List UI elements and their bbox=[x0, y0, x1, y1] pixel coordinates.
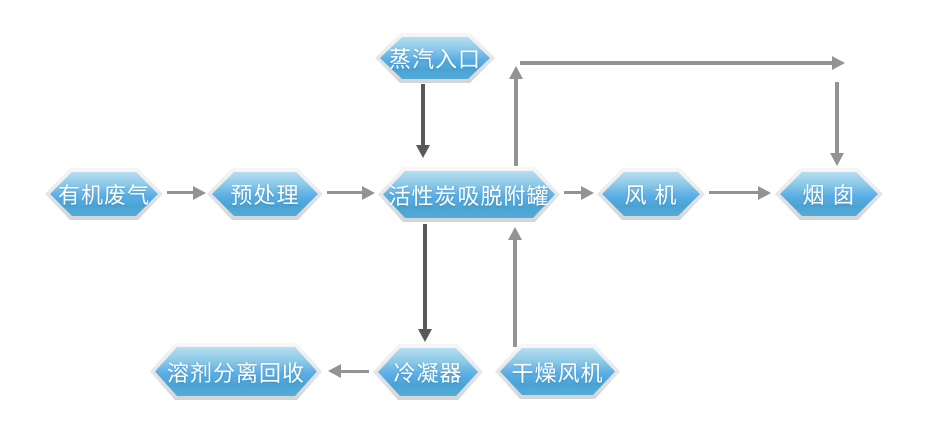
node-steam-inlet: 蒸汽入口 bbox=[375, 33, 495, 83]
node-label: 冷凝器 bbox=[393, 361, 463, 386]
node-fill bbox=[780, 172, 878, 216]
arrow-steam-to-tank-line bbox=[421, 84, 425, 146]
node-fill bbox=[500, 348, 615, 395]
node-label: 有机废气 bbox=[57, 183, 150, 208]
node-fill bbox=[212, 172, 318, 216]
arrow-bypass-top-line bbox=[520, 61, 833, 65]
node-condenser: 冷凝器 bbox=[373, 344, 483, 400]
arrow-tank-to-fan-line bbox=[564, 191, 582, 194]
node-solvent-recovery: 溶剂分离回收 bbox=[150, 343, 322, 400]
arrow-bypass-top-head bbox=[832, 56, 845, 70]
arrow-organicgas-to-pretreatment-line bbox=[167, 191, 194, 194]
node-label: 活性炭吸脱附罐 bbox=[388, 183, 550, 209]
arrow-steam-to-tank-head bbox=[416, 145, 430, 158]
arrow-fan-to-chimney-head bbox=[758, 186, 771, 200]
node-label: 风 机 bbox=[624, 183, 678, 208]
arrow-bypass-to-chimney-head bbox=[830, 153, 844, 166]
arrow-organicgas-to-pretreatment-head bbox=[193, 186, 206, 200]
arrow-condenser-to-solvent-line bbox=[340, 370, 369, 373]
arrow-fan-to-chimney-line bbox=[709, 191, 759, 194]
arrow-tank-to-condenser-head bbox=[418, 329, 432, 342]
arrow-bypass-to-chimney-line bbox=[835, 82, 839, 154]
node-pretreatment: 预处理 bbox=[207, 168, 323, 220]
arrow-tank-up-head bbox=[509, 66, 523, 79]
node-fill bbox=[50, 172, 158, 216]
arrow-dryingfan-to-tank-line bbox=[513, 239, 517, 347]
arrow-condenser-to-solvent-head bbox=[328, 364, 341, 378]
arrow-pretreatment-to-tank-head bbox=[362, 186, 375, 200]
arrow-tank-to-condenser-line bbox=[423, 224, 427, 330]
node-label: 预处理 bbox=[230, 183, 300, 208]
node-organic-waste-gas: 有机废气 bbox=[45, 168, 163, 220]
node-fill bbox=[602, 172, 700, 216]
node-fill bbox=[383, 171, 555, 218]
node-label: 干燥风机 bbox=[511, 360, 604, 386]
node-drying-fan: 干燥风机 bbox=[495, 344, 620, 399]
node-chimney: 烟 囱 bbox=[775, 168, 883, 220]
arrow-tank-to-fan-head bbox=[581, 186, 594, 200]
node-fill bbox=[380, 37, 490, 79]
node-fill bbox=[155, 347, 317, 396]
arrow-pretreatment-to-tank-line bbox=[327, 191, 363, 194]
arrow-tank-up-line bbox=[514, 78, 518, 166]
node-label: 蒸汽入口 bbox=[388, 47, 481, 72]
arrow-dryingfan-to-tank-head bbox=[508, 227, 522, 240]
node-label: 溶剂分离回收 bbox=[166, 360, 305, 386]
node-fan: 风 机 bbox=[597, 168, 705, 220]
node-label: 烟 囱 bbox=[802, 183, 856, 208]
node-adsorption-tank: 活性炭吸脱附罐 bbox=[378, 167, 560, 222]
node-fill bbox=[378, 348, 478, 396]
